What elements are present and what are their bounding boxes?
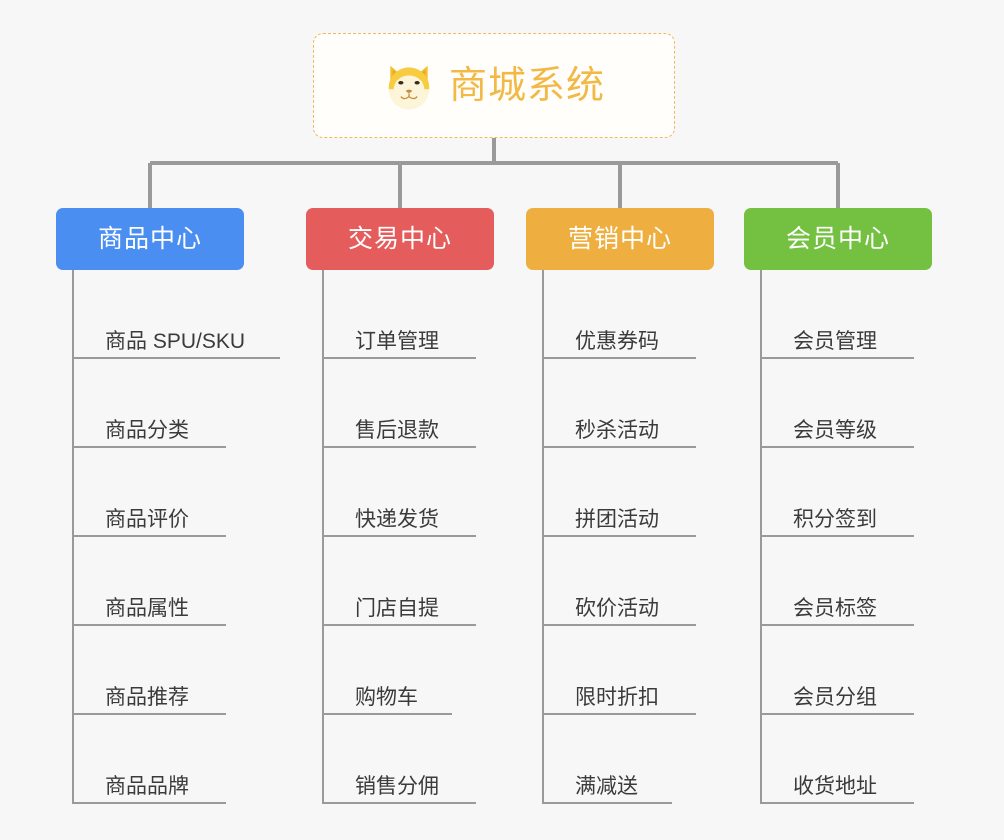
list-item-label: 砍价活动 xyxy=(575,597,659,620)
branch-spine-0 xyxy=(72,270,74,804)
list-item-rule xyxy=(761,535,914,537)
list-item-rule xyxy=(73,802,226,804)
list-item[interactable]: 商品评价 xyxy=(73,448,246,537)
branch-items-0: 商品 SPU/SKU 商品分类 商品评价 商品属性 商品推荐 商品品牌 xyxy=(56,270,280,804)
list-item[interactable]: 快递发货 xyxy=(323,448,496,537)
root-node[interactable]: 商城系统 xyxy=(313,33,675,138)
list-item[interactable]: 会员等级 xyxy=(761,359,934,448)
branch-column-3: 会员中心 会员管理 会员等级 积分签到 会员标签 会员分组 xyxy=(744,208,934,804)
list-item-label: 售后退款 xyxy=(355,419,439,442)
branch-spine-2 xyxy=(542,270,544,804)
list-item-rule xyxy=(761,446,914,448)
list-item-label: 商品推荐 xyxy=(105,686,189,709)
list-item-rule xyxy=(323,446,476,448)
branch-column-2: 营销中心 优惠券码 秒杀活动 拼团活动 砍价活动 限时折扣 xyxy=(526,208,716,804)
list-item-rule xyxy=(323,624,476,626)
list-item[interactable]: 商品属性 xyxy=(73,537,246,626)
list-item-label: 会员管理 xyxy=(793,330,877,353)
list-item-label: 商品 SPU/SKU xyxy=(105,330,246,353)
list-item[interactable]: 门店自提 xyxy=(323,537,496,626)
shiba-dog-icon xyxy=(388,65,430,110)
list-item[interactable]: 订单管理 xyxy=(323,270,496,359)
list-item[interactable]: 商品推荐 xyxy=(73,626,246,715)
branch-column-1: 交易中心 订单管理 售后退款 快递发货 门店自提 购物车 xyxy=(306,208,496,804)
list-item[interactable]: 拼团活动 xyxy=(543,448,716,537)
list-item-rule xyxy=(543,624,696,626)
list-item-rule xyxy=(323,802,476,804)
branch-header-0[interactable]: 商品中心 xyxy=(56,208,244,270)
list-item-label: 商品评价 xyxy=(105,508,189,531)
list-item-label: 购物车 xyxy=(355,686,418,709)
branch-spine-1 xyxy=(322,270,324,804)
branch-spine-3 xyxy=(760,270,762,804)
list-item-label: 积分签到 xyxy=(793,508,877,531)
list-item-rule xyxy=(543,802,672,804)
list-item[interactable]: 商品分类 xyxy=(73,359,246,448)
list-item[interactable]: 收货地址 xyxy=(761,715,934,804)
list-item-label: 收货地址 xyxy=(793,775,877,798)
list-item[interactable]: 售后退款 xyxy=(323,359,496,448)
list-item-label: 拼团活动 xyxy=(575,508,659,531)
branch-items-2: 优惠券码 秒杀活动 拼团活动 砍价活动 限时折扣 满减送 xyxy=(526,270,716,804)
list-item[interactable]: 会员标签 xyxy=(761,537,934,626)
list-item[interactable]: 砍价活动 xyxy=(543,537,716,626)
list-item[interactable]: 商品 SPU/SKU xyxy=(73,270,280,359)
list-item-label: 满减送 xyxy=(575,775,638,798)
list-item-rule xyxy=(323,357,476,359)
list-item[interactable]: 积分签到 xyxy=(761,448,934,537)
list-item-label: 会员标签 xyxy=(793,597,877,620)
list-item[interactable]: 秒杀活动 xyxy=(543,359,716,448)
list-item-label: 商品品牌 xyxy=(105,775,189,798)
list-item-rule xyxy=(543,713,696,715)
list-item[interactable]: 会员分组 xyxy=(761,626,934,715)
branch-column-0: 商品中心 商品 SPU/SKU 商品分类 商品评价 商品属性 商品推荐 xyxy=(56,208,280,804)
list-item-rule xyxy=(73,535,226,537)
list-item-rule xyxy=(323,713,452,715)
list-item-label: 销售分佣 xyxy=(355,775,439,798)
list-item-label: 秒杀活动 xyxy=(575,419,659,442)
branch-header-1[interactable]: 交易中心 xyxy=(306,208,494,270)
list-item-rule xyxy=(73,713,226,715)
list-item-rule xyxy=(761,624,914,626)
list-item-label: 会员等级 xyxy=(793,419,877,442)
list-item-rule xyxy=(761,802,914,804)
list-item-label: 快递发货 xyxy=(355,508,439,531)
list-item-label: 门店自提 xyxy=(355,597,439,620)
list-item[interactable]: 商品品牌 xyxy=(73,715,246,804)
list-item-rule xyxy=(761,357,914,359)
list-item-label: 优惠券码 xyxy=(575,330,659,353)
branch-header-2[interactable]: 营销中心 xyxy=(526,208,714,270)
list-item-rule xyxy=(543,446,696,448)
list-item-rule xyxy=(761,713,914,715)
branch-items-3: 会员管理 会员等级 积分签到 会员标签 会员分组 收货地址 xyxy=(744,270,934,804)
branch-items-1: 订单管理 售后退款 快递发货 门店自提 购物车 销售分佣 xyxy=(306,270,496,804)
list-item-rule xyxy=(323,535,476,537)
list-item[interactable]: 会员管理 xyxy=(761,270,934,359)
list-item-rule xyxy=(73,446,226,448)
root-node-label: 商城系统 xyxy=(448,64,605,107)
list-item[interactable]: 优惠券码 xyxy=(543,270,716,359)
list-item-label: 订单管理 xyxy=(355,330,439,353)
list-item[interactable]: 满减送 xyxy=(543,715,716,804)
list-item-rule xyxy=(543,357,696,359)
list-item-label: 商品属性 xyxy=(105,597,189,620)
list-item-label: 商品分类 xyxy=(105,419,189,442)
list-item[interactable]: 销售分佣 xyxy=(323,715,496,804)
list-item[interactable]: 限时折扣 xyxy=(543,626,716,715)
list-item-rule xyxy=(73,624,226,626)
list-item-rule xyxy=(543,535,696,537)
branch-header-3[interactable]: 会员中心 xyxy=(744,208,932,270)
list-item-label: 会员分组 xyxy=(793,686,877,709)
list-item[interactable]: 购物车 xyxy=(323,626,496,715)
list-item-rule xyxy=(73,357,280,359)
list-item-label: 限时折扣 xyxy=(575,686,659,709)
